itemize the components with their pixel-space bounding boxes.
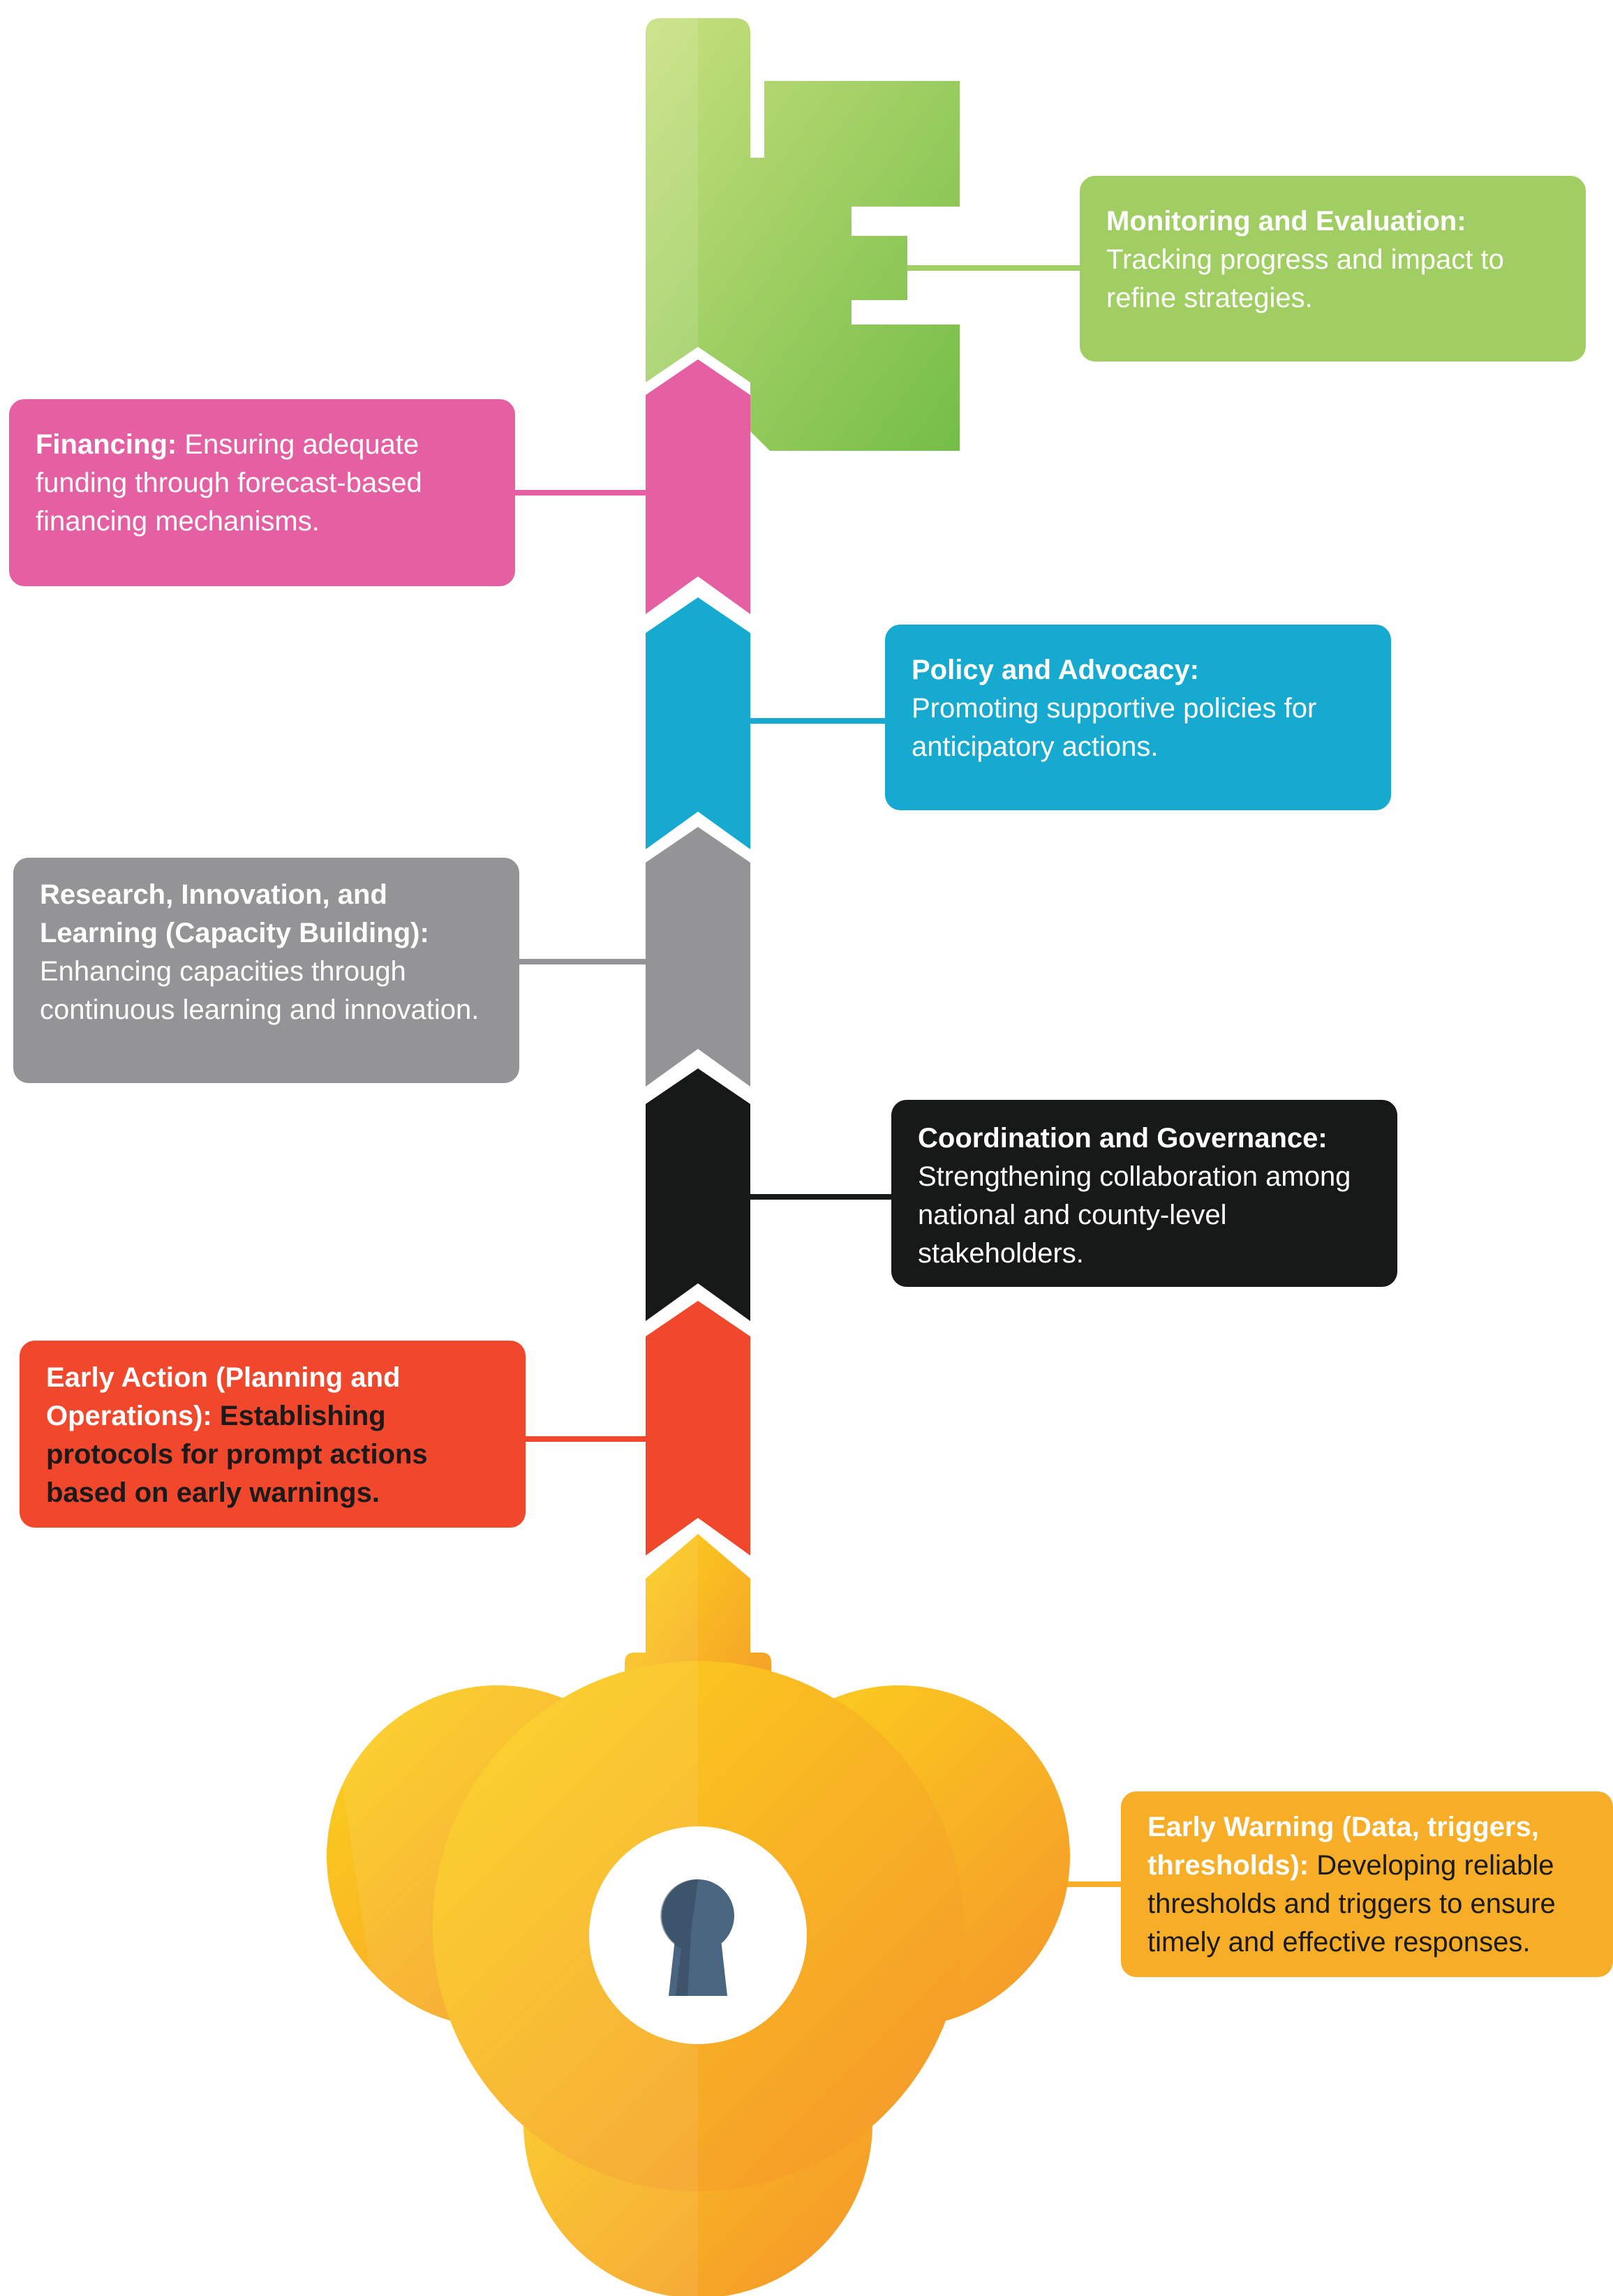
box-description: Ensuring adequate funding through foreca… xyxy=(36,429,422,537)
chevron-pink xyxy=(646,359,750,614)
box-description: Enhancing capacities through continuous … xyxy=(40,956,480,1025)
box-description: Establishing protocols for prompt action… xyxy=(46,1401,428,1508)
monitoring-evaluation-box: Monitoring and Evaluation: Tracking prog… xyxy=(1080,176,1586,361)
chevron-black xyxy=(646,1068,750,1321)
early-warning-box: Early Warning (Data, triggers, threshold… xyxy=(1121,1791,1613,1977)
box-title: Research, Innovation, and Learning (Capa… xyxy=(40,879,429,948)
chevron-blue xyxy=(646,597,750,849)
box-title: Early Warning (Data, triggers, threshold… xyxy=(1147,1812,1539,1881)
box-description: Tracking progress and impact to refine s… xyxy=(1106,244,1504,313)
box-title: Coordination and Governance: xyxy=(918,1123,1328,1154)
box-title: Policy and Advocacy: xyxy=(912,655,1199,685)
box-description: Strengthening collaboration among nation… xyxy=(918,1161,1351,1269)
keyhole-icon xyxy=(660,1879,734,1996)
financing-box: Financing: Ensuring adequate funding thr… xyxy=(9,399,515,586)
box-description: Promoting supportive policies for antici… xyxy=(912,693,1317,762)
key-bit-green xyxy=(646,18,960,451)
research-innovation-box: Research, Innovation, and Learning (Capa… xyxy=(13,858,519,1083)
box-description: Developing reliable thresholds and trigg… xyxy=(1147,1850,1556,1958)
box-title: Financing: xyxy=(36,429,177,460)
chevron-gray xyxy=(646,827,750,1087)
chevron-red xyxy=(646,1301,750,1556)
box-title: Monitoring and Evaluation: xyxy=(1106,206,1466,237)
policy-advocacy-box: Policy and Advocacy: Promoting supportiv… xyxy=(885,625,1391,810)
early-action-box: Early Action (Planning and Operations): … xyxy=(20,1341,526,1528)
box-title: Early Action (Planning and Operations): xyxy=(46,1362,401,1431)
coordination-governance-box: Coordination and Governance: Strengtheni… xyxy=(891,1100,1397,1287)
